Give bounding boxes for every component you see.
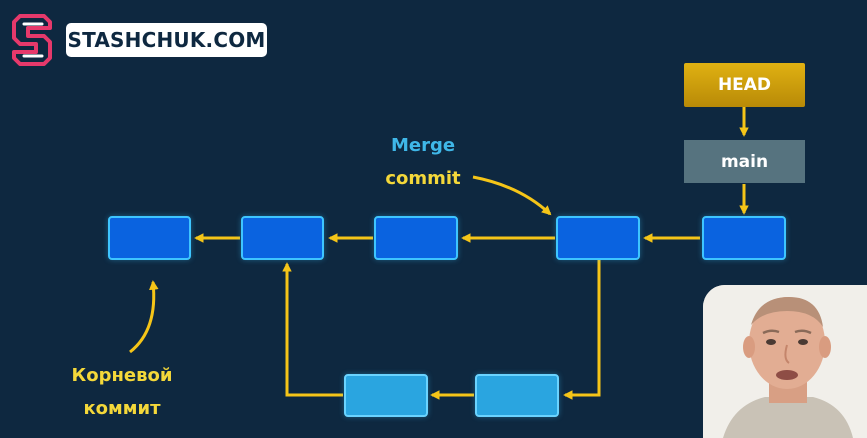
stashchuk-logo-icon — [12, 14, 52, 66]
commit-tip[interactable] — [702, 216, 786, 260]
merge-commit-annotation: Merge commit — [373, 129, 473, 195]
head-pointer[interactable]: HEAD — [684, 63, 805, 107]
commit-branch-1[interactable] — [344, 374, 428, 417]
branch-main[interactable]: main — [684, 140, 805, 183]
branch-base-arrow — [282, 262, 343, 397]
commit-2[interactable] — [241, 216, 324, 260]
merge-annotation-arrow — [472, 175, 552, 216]
head-label: HEAD — [717, 75, 772, 95]
commit-root[interactable] — [108, 216, 191, 260]
commit-merge[interactable] — [556, 216, 640, 260]
brand-badge[interactable]: STASHCHUK.COM — [66, 23, 267, 57]
branch-label: main — [720, 151, 769, 172]
commit-3[interactable] — [374, 216, 458, 260]
root-annotation-line2: коммит — [83, 398, 161, 419]
root-annotation-arrow — [129, 280, 159, 354]
merge-annotation-line2: commit — [385, 168, 461, 189]
root-annotation-line1: Корневой — [71, 365, 173, 386]
merge-annotation-line1: Merge — [390, 135, 456, 156]
commit-branch-2[interactable] — [475, 374, 559, 417]
presenter-video — [703, 285, 867, 438]
merge-second-parent-arrow — [563, 260, 601, 400]
root-commit-annotation: Корневой коммит — [62, 359, 182, 425]
presenter-image — [703, 285, 867, 438]
brand-name: STASHCHUK.COM — [67, 28, 266, 52]
